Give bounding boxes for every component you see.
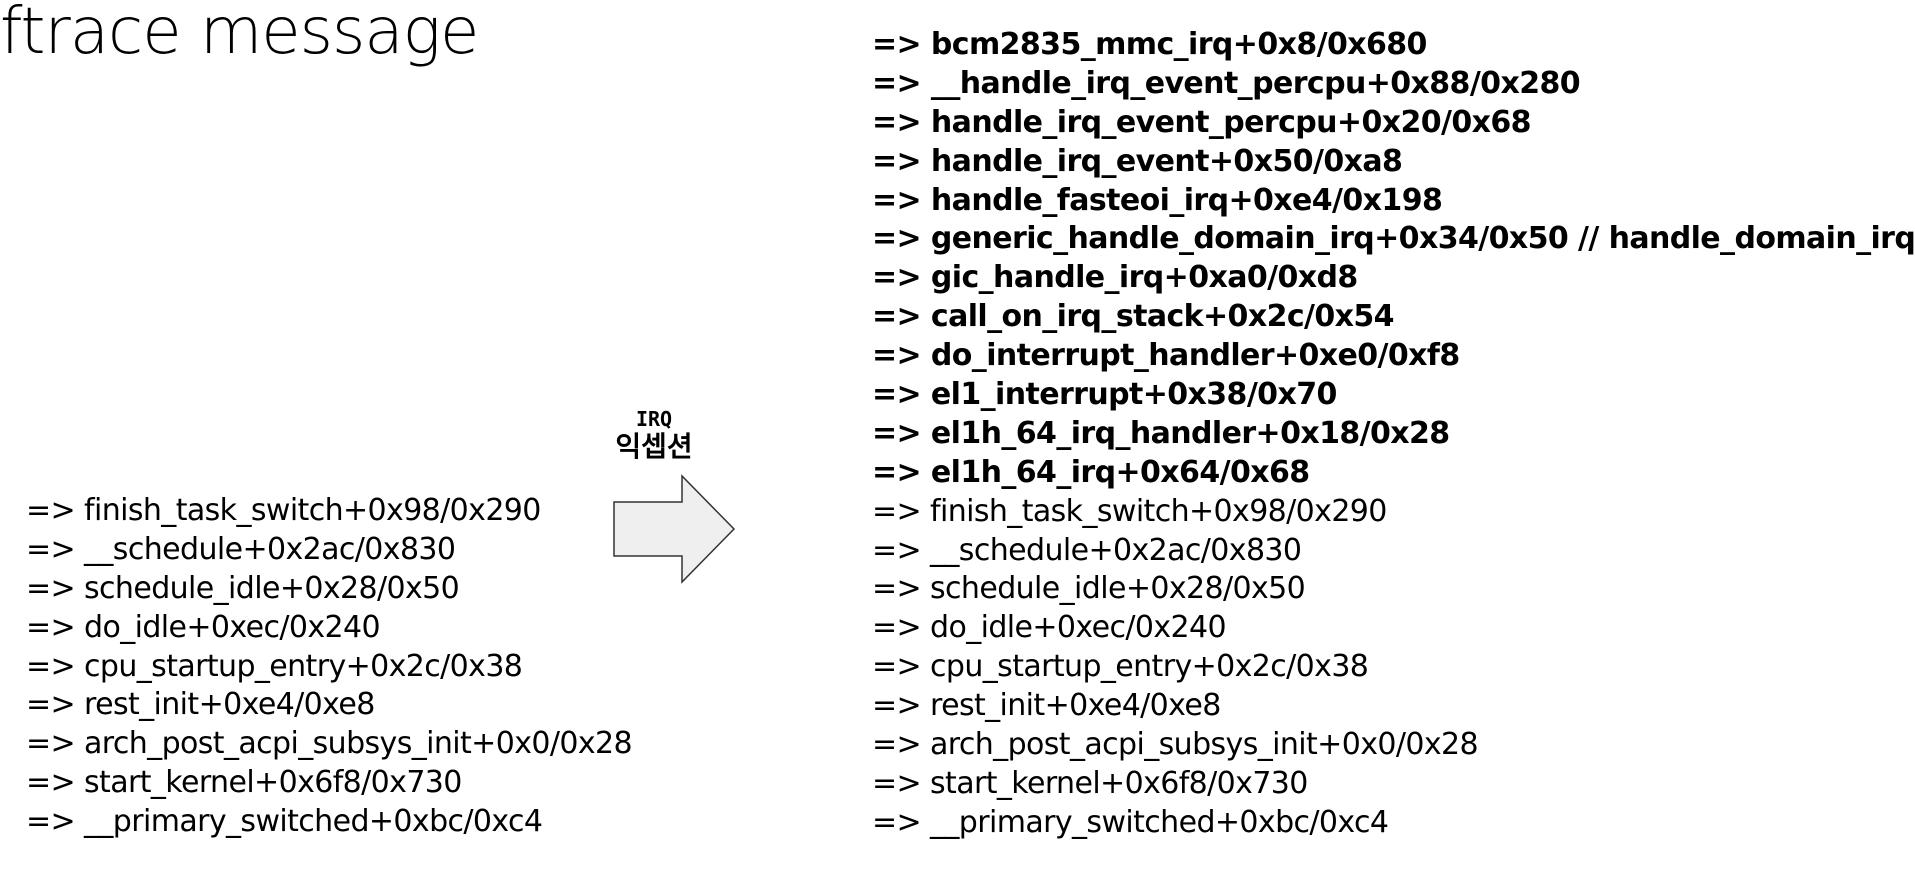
stack-frame: => rest_init+0xe4/0xe8 (872, 688, 1221, 724)
arrow-shape (613, 474, 736, 584)
irq-stack-frame: => __handle_irq_event_percpu+0x88/0x280 (872, 65, 1581, 101)
stack-frame: => do_idle+0xec/0x240 (26, 609, 381, 645)
irq-stack-frame: => gic_handle_irq+0xa0/0xd8 (872, 260, 1358, 296)
irq-stack-frame: => do_interrupt_handler+0xe0/0xf8 (872, 338, 1460, 374)
stack-frame: => rest_init+0xe4/0xe8 (26, 687, 375, 723)
stack-frame: => schedule_idle+0x28/0x50 (26, 570, 460, 606)
irq-stack-frame: => el1h_64_irq_handler+0x18/0x28 (872, 415, 1450, 451)
stack-frame: => arch_post_acpi_subsys_init+0x0/0x28 (872, 727, 1479, 763)
irq-stack-frame: => bcm2835_mmc_irq+0x8/0x680 (872, 27, 1427, 62)
stack-frame: => cpu_startup_entry+0x2c/0x38 (26, 648, 523, 684)
irq-label: IRQ (635, 407, 673, 431)
stack-frame: => finish_task_switch+0x98/0x290 (26, 493, 541, 528)
stack-frame: => start_kernel+0x6f8/0x730 (872, 765, 1308, 801)
right-stack-clip: => bcm2835_mmc_irq+0x8/0x680 => __handle… (872, 27, 1915, 840)
call-stack-after-irq: => bcm2835_mmc_irq+0x8/0x680 => __handle… (872, 26, 1915, 843)
irq-stack-frame: => call_on_irq_stack+0x2c/0x54 (872, 299, 1395, 335)
stack-frame: => schedule_idle+0x28/0x50 (872, 571, 1306, 607)
right-arrow-icon (613, 474, 736, 584)
stack-frame: => __schedule+0x2ac/0x830 (26, 531, 456, 567)
call-stack-before-irq: => finish_task_switch+0x98/0x290 => __sc… (26, 492, 633, 842)
stack-frame: => cpu_startup_entry+0x2c/0x38 (872, 649, 1369, 685)
stack-frame: => do_idle+0xec/0x240 (872, 610, 1227, 646)
irq-stack-frame: => handle_irq_event_percpu+0x20/0x68 (872, 104, 1532, 140)
irq-stack-frame: => handle_irq_event+0x50/0xa8 (872, 143, 1403, 179)
stack-frame: => finish_task_switch+0x98/0x290 (872, 493, 1387, 529)
exception-label: 익셉션 (615, 430, 693, 463)
stack-frame: => arch_post_acpi_subsys_init+0x0/0x28 (26, 726, 633, 762)
irq-stack-frame: => el1h_64_irq+0x64/0x68 (872, 454, 1310, 490)
stack-frame: => __schedule+0x2ac/0x830 (872, 532, 1302, 568)
stack-frame: => start_kernel+0x6f8/0x730 (26, 765, 462, 801)
stack-frame: => __primary_switched+0xbc/0xc4 (26, 804, 543, 840)
irq-stack-frame: => generic_handle_domain_irq+0x34/0x50 /… (872, 221, 1915, 257)
irq-stack-frame: => el1_interrupt+0x38/0x70 (872, 377, 1337, 413)
irq-stack-frame: => handle_fasteoi_irq+0xe4/0x198 (872, 182, 1443, 218)
slide-title: ftrace message (0, 0, 479, 69)
stack-frame: => __primary_switched+0xbc/0xc4 (872, 804, 1389, 840)
